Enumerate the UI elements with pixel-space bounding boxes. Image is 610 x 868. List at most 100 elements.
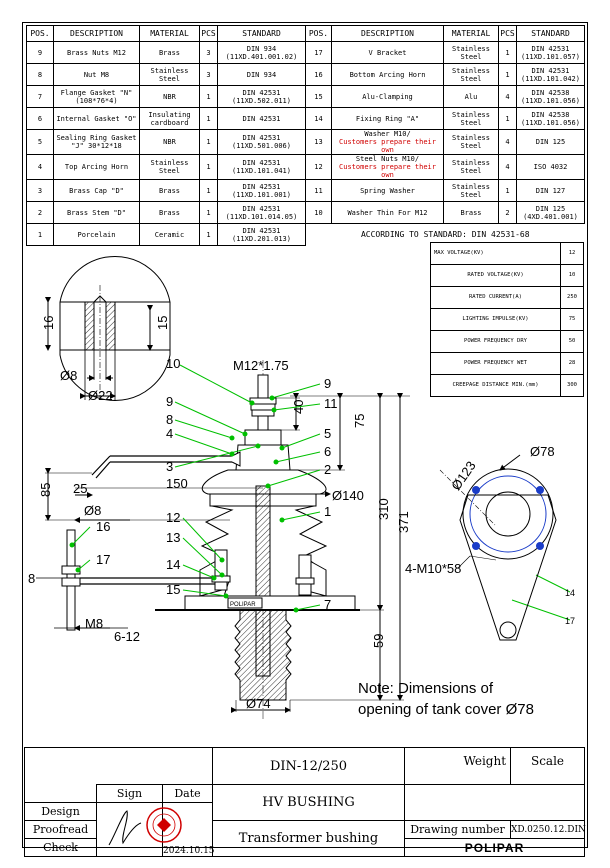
part-standard: DIN 934(11XD.401.001.02) bbox=[217, 41, 306, 64]
rating-row: CREEPAGE DISTANCE MIN.(mm)300 bbox=[430, 374, 584, 397]
callout-15: 15 bbox=[166, 582, 180, 597]
part-pos-text: 2 bbox=[37, 208, 43, 217]
part-standard-text: DIN 42538 bbox=[531, 88, 570, 97]
part-standard: ISO 4032 bbox=[516, 154, 585, 180]
callout-14: 14 bbox=[166, 557, 180, 572]
dim-d78-label: Ø78 bbox=[530, 444, 555, 459]
part-description-text: Steel Nuts M10/ bbox=[355, 155, 420, 164]
callout-17: 17 bbox=[96, 552, 110, 567]
part-material: Stainless Steel bbox=[139, 154, 200, 180]
holes-label: 4-M10*58 bbox=[405, 561, 461, 576]
callout-16: 16 bbox=[96, 519, 110, 534]
bottom-arcing-horn bbox=[45, 468, 263, 631]
part-description-text: Washer Thin For M12 bbox=[347, 208, 428, 217]
part-quantity-text: 1 bbox=[505, 48, 510, 57]
logo-cell: POLIPAR bbox=[404, 838, 586, 857]
part-description-text: V Bracket bbox=[368, 48, 407, 57]
part-pos-text: 13 bbox=[314, 138, 323, 146]
part-pos-text: 11 bbox=[314, 186, 323, 195]
rating-value: 300 bbox=[560, 374, 584, 397]
part-material-text: Brass bbox=[460, 208, 482, 217]
dim-6-12-label: 6-12 bbox=[114, 629, 140, 644]
part-standard-text: DIN 42531 bbox=[242, 204, 281, 213]
callout-14-topview: 14 bbox=[565, 588, 575, 598]
part-material-text: Insulating cardboard bbox=[148, 110, 191, 127]
proofread-label: Proofread bbox=[32, 823, 89, 836]
callout-3: 3 bbox=[166, 459, 173, 474]
part-standard-code: (11XD.101.056) bbox=[520, 118, 580, 127]
scale-cell: Scale bbox=[510, 747, 586, 785]
part-standard-code: (11XD.101.042) bbox=[520, 74, 580, 83]
part-description-text: Fixing Ring "A" bbox=[355, 114, 420, 123]
weight-label: Weight bbox=[463, 754, 507, 768]
name-cell: HV BUSHING bbox=[212, 784, 406, 821]
part-standard-code: (11XD.101.001) bbox=[231, 190, 291, 199]
part-pos-text: 14 bbox=[314, 114, 323, 123]
part-description-text: Nut M8 bbox=[83, 70, 110, 79]
part-description-text: Brass Nuts M12 bbox=[66, 48, 126, 57]
part-description: Washer M10/Customers prepare their own bbox=[331, 129, 444, 155]
part-material-text: Stainless Steel bbox=[452, 159, 490, 175]
part-quantity-text: 1 bbox=[505, 186, 510, 195]
callout-5: 5 bbox=[324, 426, 331, 441]
date-cell: 2024.10.15 bbox=[146, 802, 215, 857]
part-pos-text: 17 bbox=[314, 48, 323, 57]
part-quantity-text: 2 bbox=[505, 208, 510, 217]
scale-label: Scale bbox=[530, 754, 565, 768]
company-logo: POLIPAR bbox=[464, 840, 525, 855]
part-quantity-text: 1 bbox=[206, 186, 211, 195]
part-standard-code: (11XD.201.013) bbox=[231, 234, 291, 243]
part-standard-text: DIN 934 bbox=[246, 44, 277, 53]
dim-d8-horn-label: Ø8 bbox=[84, 503, 101, 518]
product-name: HV BUSHING bbox=[262, 795, 355, 810]
part-standard-code: (11XD.101.057) bbox=[520, 52, 580, 61]
drawing-number-cell: XD.0250.12.DIN bbox=[510, 820, 586, 839]
part-standard-text: DIN 42531 bbox=[242, 182, 281, 191]
dim-85-label: 85 bbox=[38, 483, 53, 497]
part-standard-code: (11XD.101.056) bbox=[520, 96, 580, 105]
drawing-number-label-cell: Drawing number bbox=[404, 820, 512, 839]
part-material-text: Stainless Steel bbox=[452, 182, 490, 199]
model-number: DIN-12/250 bbox=[269, 758, 348, 774]
dim-8-label: 8 bbox=[28, 571, 35, 586]
subtitle-cell: Transformer bushing bbox=[212, 820, 406, 857]
callout-12: 12 bbox=[166, 510, 180, 525]
dim-d8-top-label: Ø8 bbox=[60, 368, 77, 383]
date-header: Date bbox=[161, 784, 214, 803]
callout-10: 10 bbox=[166, 356, 180, 371]
callout-6: 6 bbox=[324, 444, 331, 459]
thread-top-label: M12*1.75 bbox=[233, 358, 289, 373]
part-standard-text: DIN 42531 bbox=[242, 226, 281, 235]
callout-9-right: 9 bbox=[324, 376, 331, 391]
bushing-body bbox=[91, 374, 360, 701]
part-pos-text: 12 bbox=[314, 163, 323, 171]
part-description-text: Bottom Arcing Horn bbox=[349, 70, 426, 79]
signature-scribble bbox=[108, 810, 142, 846]
note-line-2: opening of tank cover Ø78 bbox=[358, 701, 534, 718]
dim-m8-label: M8 bbox=[85, 616, 103, 631]
part-quantity-text: 1 bbox=[206, 114, 211, 123]
dim-150-label: 150 bbox=[166, 476, 188, 491]
date-label: Date bbox=[174, 787, 201, 800]
part-pos-text: 10 bbox=[314, 208, 323, 217]
part-description-text: Porcelain bbox=[77, 230, 116, 239]
note-line-1: Note: Dimensions of bbox=[358, 680, 494, 697]
callout-17-topview: 17 bbox=[565, 616, 575, 626]
part-standard-text: ISO 4032 bbox=[533, 163, 568, 171]
dim-15-label: 15 bbox=[155, 316, 170, 330]
part-description-note: Customers prepare their own bbox=[339, 138, 436, 154]
part-material-text: Brass bbox=[158, 208, 181, 217]
part-standard-text: DIN 125 bbox=[535, 138, 566, 146]
part-standard-code: (11XD.101.014.05) bbox=[225, 212, 298, 221]
part-standard-code: (11XD.401.001.02) bbox=[225, 52, 298, 61]
part-description-text: Alu-Clamping bbox=[362, 92, 413, 101]
callout-11: 11 bbox=[324, 396, 338, 411]
part-description-text: Top Arcing Horn bbox=[64, 163, 129, 171]
part-standard-text: DIN 42531 bbox=[242, 134, 281, 142]
dim-d22-label: Ø22 bbox=[88, 388, 113, 403]
part-material-text: Stainless Steel bbox=[452, 44, 490, 61]
